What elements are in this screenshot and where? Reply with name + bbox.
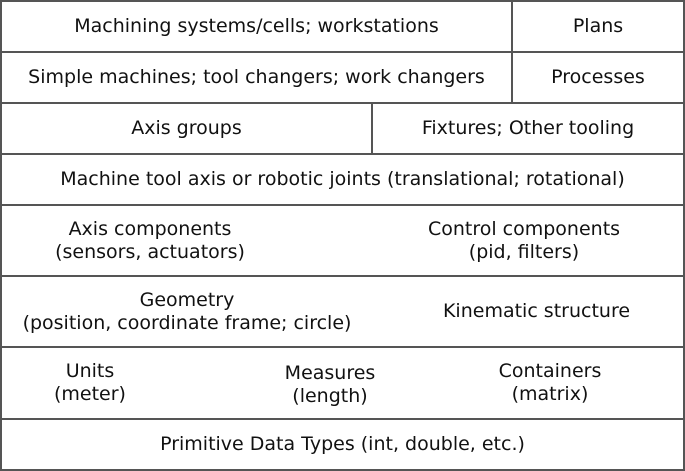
layer-sublabel: (sensors, actuators): [55, 240, 245, 263]
row-divider-2: [0, 102, 685, 104]
row-divider-5: [0, 275, 685, 277]
layer-label: Simple machines; tool changers; work cha…: [28, 66, 485, 88]
row-divider-4: [0, 204, 685, 206]
layer-axis-groups: Axis groups: [2, 104, 371, 153]
layer-label: Control components: [427, 217, 621, 240]
layer-measures: Measures (length): [240, 350, 420, 420]
layer-axis-components: Axis components (sensors, actuators): [2, 206, 298, 275]
row-divider-1: [0, 51, 685, 53]
layer-label: Plans: [572, 15, 624, 37]
layer-control-components: Control components (pid, filters): [365, 206, 683, 275]
layer-sublabel: (pid, filters): [468, 240, 580, 263]
layer-kinematic-structure: Kinematic structure: [390, 277, 683, 346]
border-right: [683, 0, 685, 471]
layer-sublabel: (position, coordinate frame; circle): [22, 311, 352, 334]
col-divider-row1-2: [511, 0, 513, 103]
layer-primitive-data-types: Primitive Data Types (int, double, etc.): [2, 420, 683, 469]
layer-plans: Plans: [513, 2, 683, 51]
layer-processes: Processes: [513, 53, 683, 102]
layer-units: Units (meter): [2, 348, 178, 418]
layer-label: Axis components: [68, 217, 232, 240]
layer-label: Machining systems/cells; workstations: [74, 15, 439, 37]
layer-simple-machines: Simple machines; tool changers; work cha…: [2, 53, 511, 102]
layer-machining-systems: Machining systems/cells; workstations: [2, 2, 511, 51]
layer-label: Units: [65, 360, 115, 382]
layer-sublabel: (meter): [54, 383, 126, 405]
layer-label: Axis groups: [131, 117, 242, 139]
layer-label: Fixtures; Other tooling: [421, 117, 635, 139]
layer-label: Containers: [498, 360, 602, 382]
layer-label: Kinematic structure: [442, 300, 631, 322]
layer-fixtures: Fixtures; Other tooling: [373, 104, 683, 153]
row-divider-6: [0, 346, 685, 348]
layer-label: Machine tool axis or robotic joints (tra…: [60, 168, 625, 190]
layer-sublabel: (length): [292, 385, 368, 407]
layer-sublabel: (matrix): [511, 383, 589, 405]
layer-label: Primitive Data Types (int, double, etc.): [160, 433, 525, 455]
col-divider-row3: [371, 103, 373, 154]
row-divider-3: [0, 153, 685, 155]
layer-machine-tool-axis: Machine tool axis or robotic joints (tra…: [2, 155, 683, 204]
layer-geometry: Geometry (position, coordinate frame; ci…: [2, 277, 372, 346]
layer-label: Measures: [284, 362, 376, 384]
layer-label: Geometry: [139, 288, 235, 311]
row-divider-7: [0, 418, 685, 420]
layer-label: Processes: [551, 66, 645, 88]
border-bottom: [0, 469, 685, 471]
border-left: [0, 0, 2, 471]
layer-containers: Containers (matrix): [450, 348, 650, 418]
border-top: [0, 0, 685, 2]
